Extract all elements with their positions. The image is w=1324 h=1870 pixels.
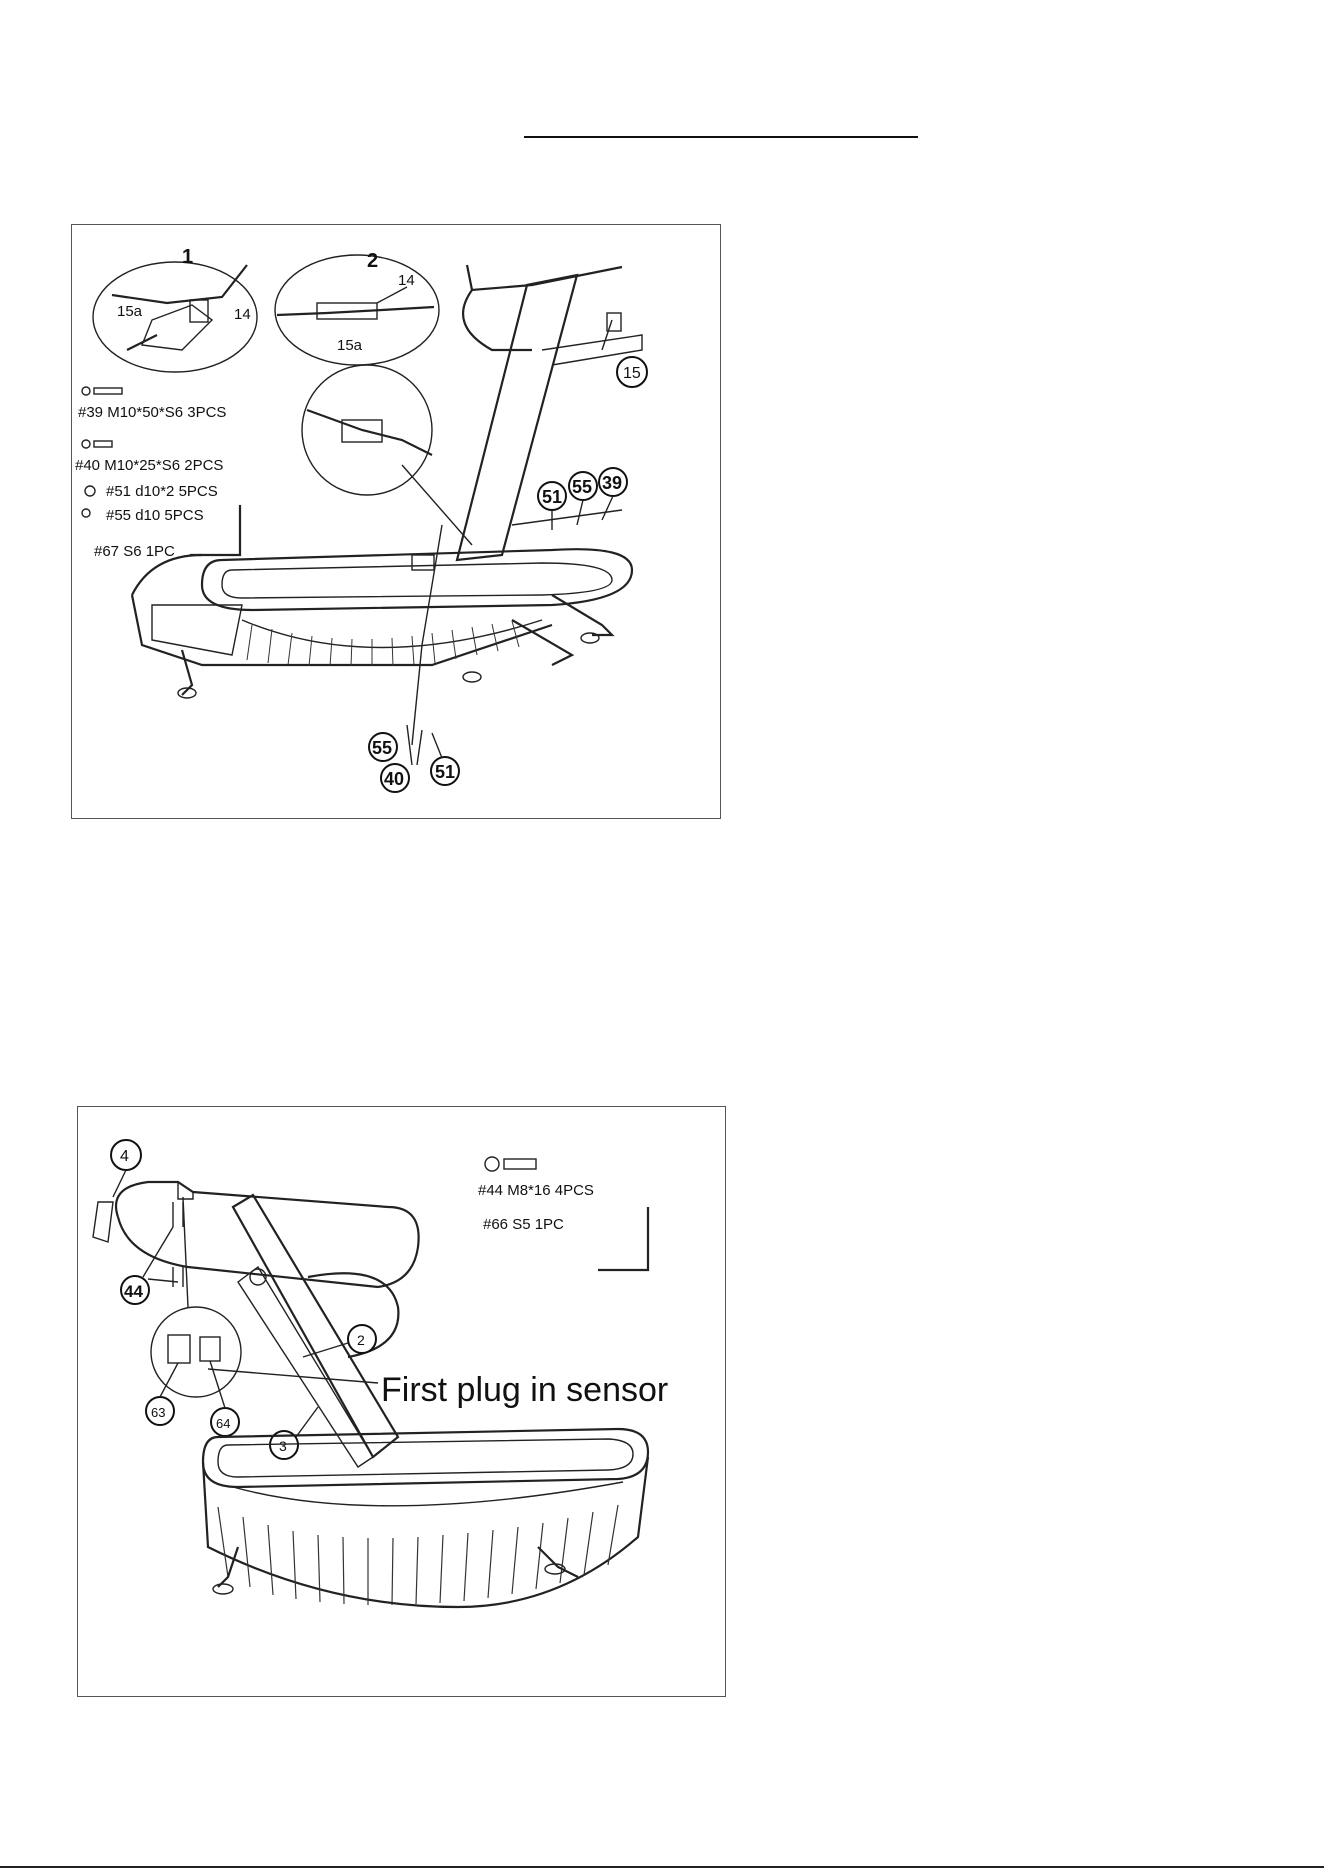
callout-63: 63 — [151, 1405, 165, 1420]
bolt-icon — [504, 1159, 536, 1169]
callout-55-top: 55 — [572, 477, 592, 497]
bolt-icon — [94, 388, 122, 394]
part-55-label: #55 d10 5PCS — [106, 507, 204, 524]
upright-column — [457, 275, 577, 560]
part-44-label: #44 M8*16 4PCS — [478, 1182, 594, 1199]
title-underline — [524, 136, 918, 138]
callout-51-top: 51 — [542, 487, 562, 507]
nut-icon — [82, 509, 90, 517]
sensor-detail-circle — [302, 365, 432, 495]
allen-key-icon — [598, 1207, 648, 1270]
callout-2: 2 — [357, 1332, 365, 1348]
treadmill-deck — [202, 549, 632, 610]
detail-1-number: 1 — [182, 246, 193, 268]
callout-40-bottom: 40 — [384, 769, 404, 789]
sensor-63-icon — [168, 1335, 190, 1363]
sensor-note: First plug in sensor — [381, 1371, 668, 1409]
treadmill-deck — [203, 1429, 648, 1487]
bolt-icon — [94, 441, 112, 447]
callout-15: 15 — [623, 365, 641, 382]
upright-column — [233, 1195, 398, 1457]
callout-51-bottom: 51 — [435, 762, 455, 782]
handrail — [116, 1182, 388, 1217]
assembly-figure-2: 4 44 63 64 2 3 — [77, 1106, 726, 1697]
washer-icon — [485, 1157, 499, 1171]
base-bracket-icon — [412, 555, 434, 570]
callout-3: 3 — [279, 1438, 287, 1454]
washer-icon — [82, 440, 90, 448]
page-bottom-rule — [0, 1866, 1324, 1868]
figure-1-drawing: 1 15a 14 2 14 15a #39 M10*50*S6 3PCS #40… — [72, 225, 720, 818]
callout-4: 4 — [120, 1148, 129, 1165]
washer-icon — [82, 387, 90, 395]
callout-64: 64 — [216, 1416, 230, 1431]
part-39-label: #39 M10*50*S6 3PCS — [78, 404, 226, 421]
assembly-figure-1: 1 15a 14 2 14 15a #39 M10*50*S6 3PCS #40… — [71, 224, 721, 819]
part-51-label: #51 d10*2 5PCS — [106, 483, 218, 500]
callout-44: 44 — [124, 1282, 143, 1301]
part-67-label: #67 S6 1PC — [94, 543, 175, 560]
sensor-detail-circle — [151, 1307, 241, 1397]
part-66-label: #66 S5 1PC — [483, 1216, 564, 1233]
detail-2-number: 2 — [367, 250, 378, 272]
part-40-label: #40 M10*25*S6 2PCS — [75, 457, 223, 474]
sensor-64-icon — [200, 1337, 220, 1361]
detail-2-label-14: 14 — [398, 272, 415, 289]
detail-2-label-15a: 15a — [337, 337, 363, 354]
detail-1-label-14: 14 — [234, 306, 251, 323]
washer-icon — [85, 486, 95, 496]
figure-2-drawing: 4 44 63 64 2 3 — [78, 1107, 725, 1696]
callout-39-top: 39 — [602, 473, 622, 493]
callout-55-bottom: 55 — [372, 738, 392, 758]
detail-1-label-15a: 15a — [117, 303, 143, 320]
